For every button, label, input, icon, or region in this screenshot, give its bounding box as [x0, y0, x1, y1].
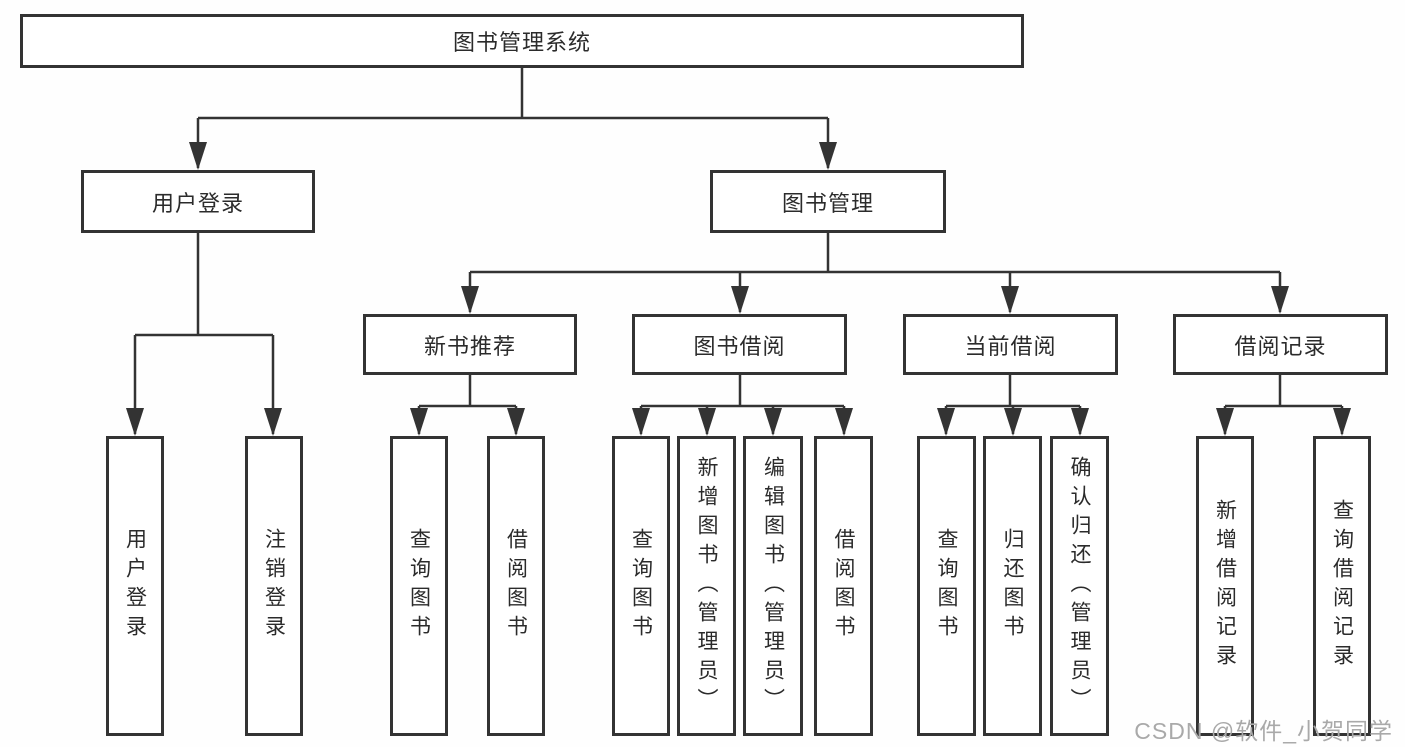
node-borrowing-records: 借阅记录 — [1173, 314, 1388, 375]
leaf-add-books-admin: 新增图书（管理员） — [677, 436, 736, 736]
arrow-down-icon — [126, 408, 144, 436]
leaf-edit-books-admin: 编辑图书（管理员） — [743, 436, 803, 736]
arrow-down-icon — [1004, 408, 1022, 436]
leaf-return-books: 归还图书 — [983, 436, 1042, 736]
arrow-down-icon — [264, 408, 282, 436]
leaf-label: 新增借阅记录 — [1213, 499, 1237, 673]
node-book-borrowing: 图书借阅 — [632, 314, 847, 375]
arrow-down-icon — [731, 286, 749, 314]
leaf-logout: 注销登录 — [245, 436, 303, 736]
arrow-down-icon — [764, 408, 782, 436]
node-label: 用户登录 — [151, 190, 244, 216]
leaf-label: 查询图书 — [629, 528, 653, 644]
arrow-down-icon — [1333, 408, 1351, 436]
leaf-label: 借阅图书 — [832, 528, 855, 644]
node-label: 当前借阅 — [964, 333, 1057, 359]
leaf-add-borrowing-record: 新增借阅记录 — [1196, 436, 1254, 736]
arrow-down-icon — [937, 408, 955, 436]
leaf-label: 新增图书（管理员） — [695, 455, 718, 717]
arrow-down-icon — [1216, 408, 1234, 436]
leaf-label: 编辑图书（管理员） — [761, 455, 785, 717]
leaf-query-books: 查询图书 — [612, 436, 670, 736]
arrow-down-icon — [410, 408, 428, 436]
node-new-book-recommendation: 新书推荐 — [363, 314, 577, 375]
node-label: 图书管理 — [781, 190, 874, 216]
node-label: 图书借阅 — [693, 333, 786, 359]
tree-edges — [133, 68, 1344, 434]
leaf-query-books: 查询图书 — [917, 436, 976, 736]
node-label: 图书管理系统 — [452, 30, 591, 55]
leaf-label: 用户登录 — [123, 528, 147, 644]
node-label: 借阅记录 — [1234, 333, 1327, 359]
leaf-borrow-books: 借阅图书 — [487, 436, 545, 736]
leaf-label: 借阅图书 — [504, 528, 528, 644]
arrow-down-icon — [461, 286, 479, 314]
node-label: 新书推荐 — [423, 333, 516, 359]
leaf-confirm-return-admin: 确认归还（管理员） — [1050, 436, 1109, 736]
leaf-label: 注销登录 — [262, 528, 286, 644]
arrow-down-icon — [819, 142, 837, 170]
node-library-management-system: 图书管理系统 — [20, 14, 1024, 68]
arrow-down-icon — [189, 142, 207, 170]
leaf-user-login: 用户登录 — [106, 436, 164, 736]
csdn-watermark: CSDN @软件_小贺同学 — [1134, 718, 1393, 744]
arrow-down-icon — [835, 408, 853, 436]
arrow-down-icon — [698, 408, 716, 436]
arrow-down-icon — [632, 408, 650, 436]
arrow-down-icon — [507, 408, 525, 436]
node-book-management: 图书管理 — [710, 170, 946, 233]
node-current-borrowing: 当前借阅 — [903, 314, 1118, 375]
arrow-down-icon — [1071, 408, 1089, 436]
leaf-label: 查询图书 — [935, 528, 958, 644]
leaf-borrow-books: 借阅图书 — [814, 436, 873, 736]
leaf-label: 归还图书 — [1001, 528, 1024, 644]
arrow-down-icon — [1271, 286, 1289, 314]
leaf-query-books: 查询图书 — [390, 436, 448, 736]
leaf-label: 确认归还（管理员） — [1068, 455, 1091, 717]
arrow-down-icon — [1001, 286, 1019, 314]
leaf-query-borrowing-record: 查询借阅记录 — [1313, 436, 1371, 736]
node-user-login: 用户登录 — [81, 170, 315, 233]
leaf-label: 查询借阅记录 — [1330, 499, 1354, 673]
leaf-label: 查询图书 — [407, 528, 431, 644]
